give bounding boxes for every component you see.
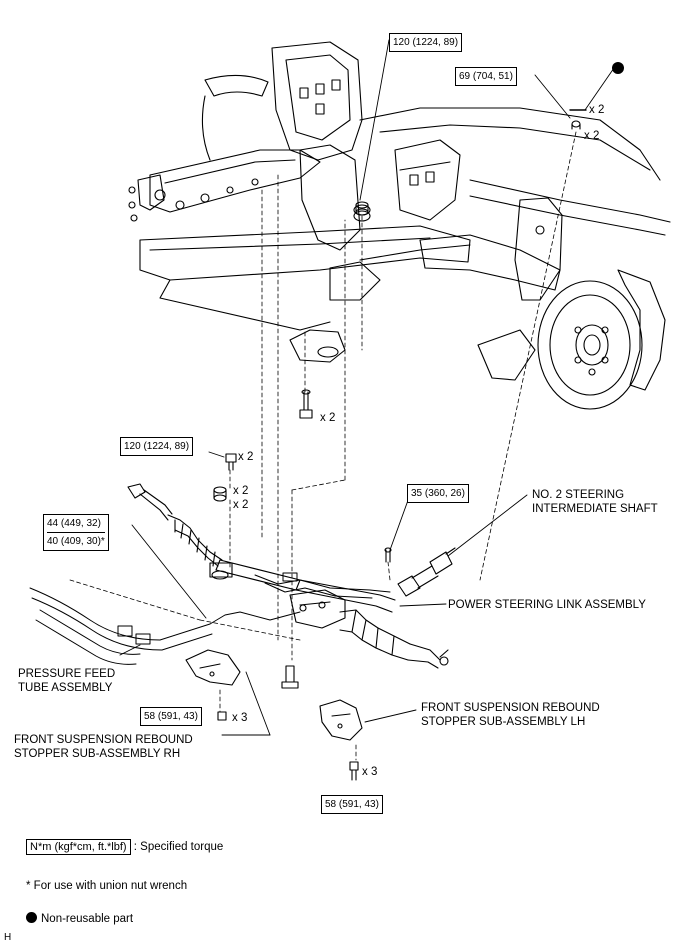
part-label-line: TUBE ASSEMBLY [18, 682, 113, 694]
non-reusable-dot-icon [26, 912, 37, 923]
part-label-line: FRONT SUSPENSION REBOUND [421, 702, 600, 714]
legend-non-reusable: Non-reusable part [26, 912, 133, 926]
part-label-rebound-stopper-rh: FRONT SUSPENSION REBOUND STOPPER SUB-ASS… [14, 733, 193, 761]
legend-unit-box: N*m (kgf*cm, ft.*lbf) [26, 839, 131, 855]
quantity-rack-washer-1: x 2 [233, 485, 249, 497]
assembly-guide-lines [69, 131, 577, 761]
stopper-bolt-lh [349, 761, 359, 781]
part-label-line: STOPPER SUB-ASSEMBLY RH [14, 748, 181, 760]
legend-torque-unit: N*m (kgf*cm, ft.*lbf) : Specified torque [26, 839, 224, 855]
rack-bolt-left [225, 453, 237, 471]
knuckle-nut-washer [569, 109, 587, 130]
torque-value: 69 (704, 51) [459, 71, 513, 82]
torque-label-frame-center: 120 (1224, 89) [389, 33, 463, 52]
torque-value: 58 (591, 43) [144, 711, 198, 722]
quantity-rack-washer-2: x 2 [233, 499, 249, 511]
corner-mark: H [4, 932, 12, 943]
torque-value: 35 (360, 26) [411, 488, 465, 499]
rebound-stopper-rh [185, 649, 241, 686]
rack-washers-left [213, 486, 227, 502]
legend-unit-text: : Specified torque [133, 841, 224, 853]
part-label-line: NO. 2 STEERING [532, 489, 625, 501]
torque-value-union-wrench: 40 (409, 30)* [47, 532, 105, 550]
part-label-line: INTERMEDIATE SHAFT [532, 503, 658, 515]
torque-value: 44 (449, 32) [47, 518, 101, 529]
front-crossmember-frame [128, 41, 671, 381]
rack-bolt-center [281, 665, 299, 689]
torque-value: 120 (1224, 89) [124, 441, 190, 452]
quantity-washer: x 2 [584, 130, 600, 142]
part-label-line: STOPPER SUB-ASSEMBLY LH [421, 716, 586, 728]
torque-label-knuckle: 69 (704, 51) [455, 67, 517, 86]
intermediate-shaft [397, 547, 456, 597]
quantity-frame-bolt: x 2 [320, 412, 336, 424]
legend-union-note: * For use with union nut wrench [26, 880, 188, 892]
steering-rack-assembly [127, 483, 449, 669]
part-label-line: FRONT SUSPENSION REBOUND [14, 734, 193, 746]
torque-value: 58 (591, 43) [325, 799, 379, 810]
part-label-intermediate-shaft: NO. 2 STEERING INTERMEDIATE SHAFT [532, 488, 658, 516]
torque-label-stopper-lh: 58 (591, 43) [321, 795, 383, 814]
quantity-stopper-bolt-lh: x 3 [362, 766, 378, 778]
part-label-rebound-stopper-lh: FRONT SUSPENSION REBOUND STOPPER SUB-ASS… [421, 701, 600, 729]
brake-rotor-assembly [537, 269, 666, 410]
torque-label-stopper-rh: 58 (591, 43) [140, 707, 202, 726]
frame-bolt [299, 389, 313, 419]
part-label-pressure-feed-tube: PRESSURE FEED TUBE ASSEMBLY [18, 667, 115, 695]
stopper-bolt-rh [217, 711, 227, 721]
torque-label-rack-bolt: 120 (1224, 89) [120, 437, 194, 456]
part-label-steering-link: POWER STEERING LINK ASSEMBLY [448, 599, 646, 611]
legend-non-reusable-text: Non-reusable part [41, 913, 134, 925]
part-label-line: PRESSURE FEED [18, 668, 116, 680]
rebound-stopper-lh [319, 699, 363, 741]
quantity-nut: x 2 [589, 104, 605, 116]
non-reusable-marker [612, 62, 624, 74]
leader-lines [119, 39, 615, 736]
torque-label-shaft: 35 (360, 26) [407, 484, 469, 503]
quantity-rack-bolt: x 2 [238, 451, 254, 463]
frame-nut-washer-center [355, 201, 369, 216]
torque-label-union: 44 (449, 32) 40 (409, 30)* [43, 514, 109, 551]
torque-value: 120 (1224, 89) [393, 37, 459, 48]
shaft-bolt [384, 547, 392, 563]
quantity-stopper-bolt-rh: x 3 [232, 712, 248, 724]
